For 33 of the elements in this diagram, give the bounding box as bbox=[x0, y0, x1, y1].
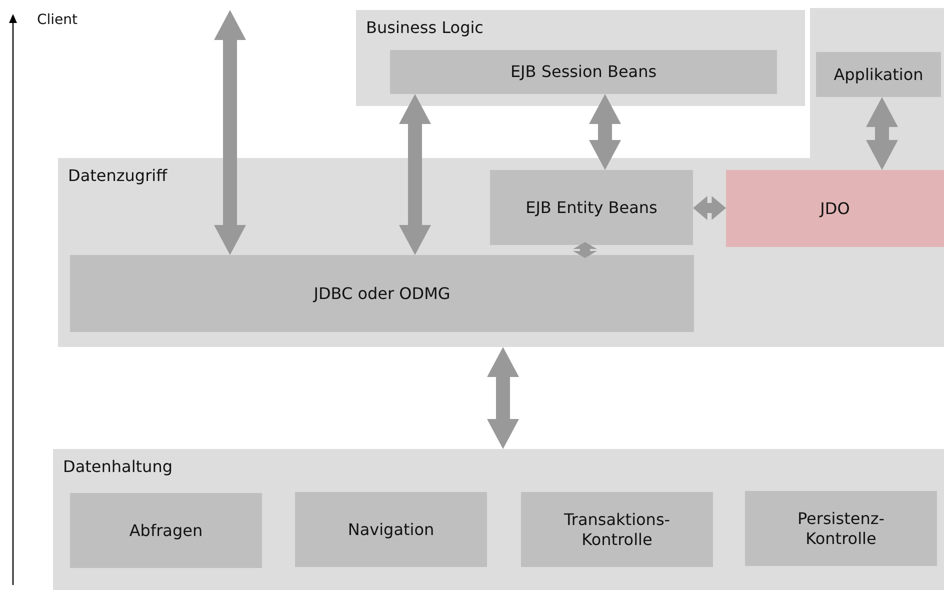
component-box bbox=[390, 50, 777, 94]
double-arrow bbox=[573, 242, 597, 258]
layer-panel bbox=[58, 158, 944, 347]
empty-panel bbox=[810, 8, 944, 160]
layer-panel bbox=[356, 10, 805, 106]
component-box bbox=[70, 255, 694, 332]
double-arrow bbox=[487, 347, 519, 449]
layer-panel bbox=[53, 449, 944, 590]
component-box bbox=[490, 170, 693, 245]
component-box bbox=[745, 491, 937, 566]
component-box bbox=[521, 492, 713, 567]
component-box bbox=[295, 492, 487, 567]
component-box bbox=[816, 52, 941, 97]
component-box bbox=[70, 493, 262, 568]
double-arrow bbox=[214, 10, 246, 255]
component-box bbox=[726, 170, 944, 247]
axis-label: Client bbox=[37, 12, 78, 28]
component-label: Persistenz-Kontrolle bbox=[796, 508, 886, 548]
component-label: Navigation bbox=[348, 520, 434, 540]
component-label: JDO bbox=[820, 198, 850, 218]
component-label: Transaktions-Kontrolle bbox=[562, 510, 672, 550]
layer-title: Datenhaltung bbox=[63, 457, 172, 477]
component-label: Applikation bbox=[834, 64, 924, 84]
component-label: Abfragen bbox=[129, 520, 203, 540]
double-arrow bbox=[693, 196, 726, 220]
double-arrow bbox=[399, 94, 431, 255]
layer-title: Business Logic bbox=[366, 18, 484, 38]
component-label: JDBC oder ODMG bbox=[314, 284, 450, 304]
double-arrow bbox=[589, 94, 621, 170]
layer-title: Datenzugriff bbox=[68, 166, 168, 186]
component-label: EJB Entity Beans bbox=[526, 198, 658, 218]
component-label: EJB Session Beans bbox=[510, 62, 657, 82]
double-arrow bbox=[866, 97, 898, 170]
